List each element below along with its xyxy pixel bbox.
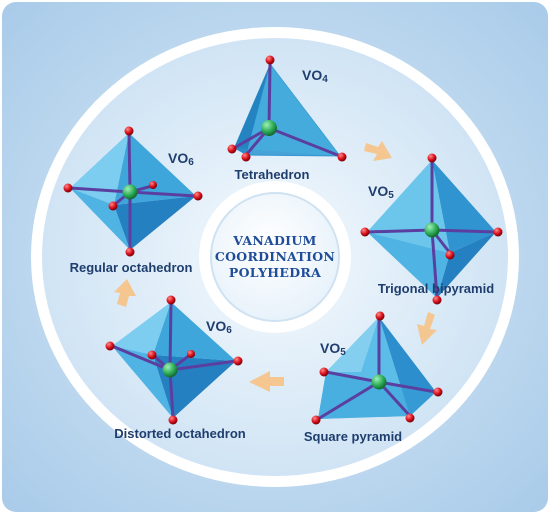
cycle-arrow bbox=[364, 141, 392, 161]
oxygen-atom bbox=[227, 144, 237, 154]
square-pyramid-polyhedron bbox=[311, 311, 443, 425]
oxygen-atom bbox=[108, 201, 118, 211]
oxygen-atom bbox=[337, 152, 347, 162]
oxygen-atom bbox=[493, 227, 503, 237]
oxygen-atom bbox=[311, 415, 321, 425]
oxygen-atom bbox=[187, 350, 195, 358]
vanadium-atom bbox=[261, 120, 277, 136]
trigonal-bipyramid-polyhedron bbox=[360, 153, 503, 305]
vanadium-atom bbox=[371, 374, 387, 390]
label-trigonal-bipyramid: Trigonal bipyramid bbox=[377, 281, 495, 296]
formula-vo6-distorted: VO6 bbox=[206, 318, 232, 336]
formula-vo4: VO4 bbox=[302, 67, 328, 85]
label-regular-octahedron: Regular octahedron bbox=[69, 260, 193, 275]
oxygen-atom bbox=[124, 126, 134, 136]
oxygen-atom bbox=[360, 227, 370, 237]
oxygen-atom bbox=[166, 295, 176, 305]
label-distorted-octahedron: Distorted octahedron bbox=[114, 426, 246, 441]
oxygen-atom bbox=[375, 311, 385, 321]
oxygen-atom bbox=[147, 350, 157, 360]
vanadium-atom bbox=[424, 222, 440, 238]
cycle-arrow bbox=[249, 371, 284, 392]
label-tetrahedron: Tetrahedron bbox=[234, 167, 310, 182]
center-disc bbox=[210, 192, 340, 322]
cycle-arrow bbox=[417, 312, 437, 345]
oxygen-atom bbox=[445, 250, 455, 260]
oxygen-atom bbox=[125, 247, 135, 257]
oxygen-atom bbox=[427, 153, 437, 163]
title-line: VANADIUM bbox=[233, 233, 317, 248]
oxygen-atom bbox=[105, 341, 115, 351]
vanadium-atom bbox=[162, 362, 178, 378]
oxygen-atom bbox=[233, 356, 243, 366]
title-line: POLYHEDRA bbox=[228, 265, 322, 280]
formula-vo5-trigonal: VO5 bbox=[368, 183, 394, 201]
oxygen-atom bbox=[241, 152, 251, 162]
oxygen-atom bbox=[168, 415, 178, 425]
oxygen-atom bbox=[319, 367, 329, 377]
formula-vo5-square: VO5 bbox=[320, 340, 346, 358]
oxygen-atom bbox=[265, 55, 275, 65]
title-line: COORDINATION bbox=[214, 249, 336, 264]
oxygen-atom bbox=[432, 295, 442, 305]
formula-vo6-regular: VO6 bbox=[168, 150, 194, 168]
vanadium-atom bbox=[122, 184, 138, 200]
oxygen-atom bbox=[193, 191, 203, 201]
label-square-pyramid: Square pyramid bbox=[303, 429, 403, 444]
oxygen-atom bbox=[405, 413, 415, 423]
distorted-octahedron-polyhedron bbox=[105, 295, 243, 425]
regular-octahedron-polyhedron bbox=[63, 126, 203, 257]
oxygen-atom bbox=[63, 183, 73, 193]
diagram-title: VANADIUM COORDINATION POLYHEDRA bbox=[215, 233, 335, 281]
oxygen-atom bbox=[149, 181, 157, 189]
cycle-arrow bbox=[114, 279, 136, 307]
oxygen-atom bbox=[433, 387, 443, 397]
tetrahedron-polyhedron bbox=[227, 55, 347, 162]
